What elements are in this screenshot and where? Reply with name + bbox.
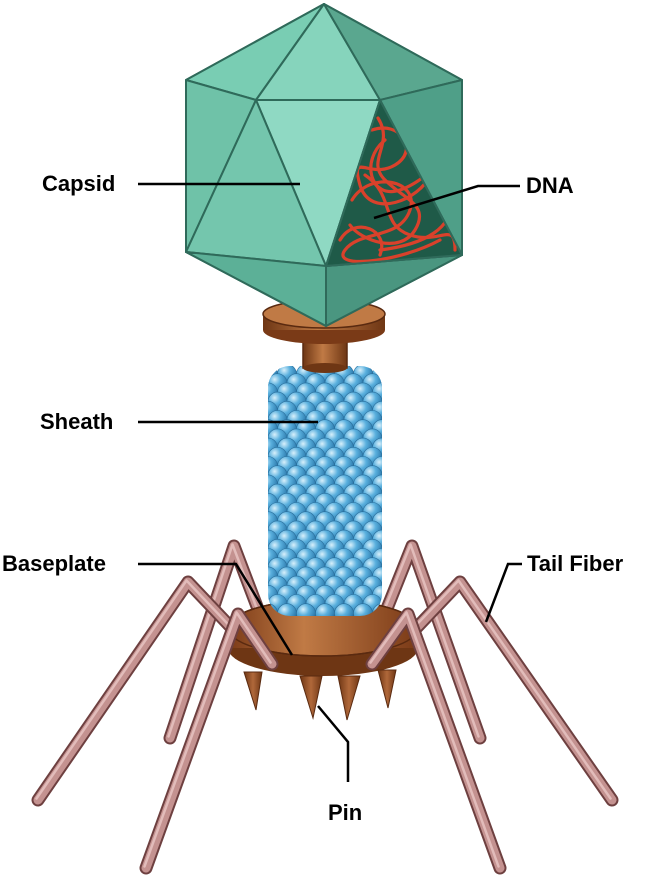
dna-label: DNA bbox=[526, 173, 574, 198]
sheath-bead bbox=[240, 530, 259, 549]
sheath-bead bbox=[268, 373, 269, 394]
sheath-bead bbox=[381, 428, 382, 449]
sheath-bead bbox=[268, 428, 269, 449]
sheath-bead bbox=[240, 457, 259, 476]
sheath-bead bbox=[381, 520, 382, 541]
capsid-label: Capsid bbox=[42, 171, 116, 196]
sheath-bead bbox=[381, 373, 382, 394]
sheath-bead bbox=[381, 446, 382, 467]
sheath-bead bbox=[240, 383, 259, 402]
tail-fiber bbox=[139, 607, 279, 875]
tail-fiber-leader-line bbox=[484, 562, 522, 623]
pin-label: Pin bbox=[328, 800, 363, 825]
sheath-bead bbox=[240, 493, 259, 512]
sheath-bead bbox=[381, 538, 382, 559]
sheath-bead bbox=[240, 512, 259, 531]
baseplate-label: Baseplate bbox=[2, 551, 106, 576]
sheath-bead bbox=[381, 502, 382, 522]
pin-leader-line bbox=[317, 705, 350, 782]
dna-strand bbox=[341, 180, 442, 264]
tail-fiber bbox=[31, 575, 269, 807]
sheath-bead bbox=[240, 438, 259, 457]
sheath-bead bbox=[381, 483, 382, 504]
baseplate-leader-line bbox=[138, 562, 294, 656]
sheath-bead bbox=[268, 520, 269, 541]
sheath-bead bbox=[268, 557, 269, 578]
pins bbox=[243, 669, 397, 721]
leader-lines bbox=[138, 182, 522, 782]
dna-strand bbox=[348, 116, 422, 245]
sheath bbox=[240, 365, 382, 616]
capsid bbox=[185, 3, 463, 327]
sheath-bead bbox=[381, 465, 382, 486]
sheath-bead bbox=[268, 465, 269, 486]
tail-fibers-front bbox=[139, 607, 507, 875]
sheath-label: Sheath bbox=[40, 409, 114, 434]
sheath-bead bbox=[240, 365, 259, 384]
sheath-bead bbox=[240, 475, 259, 494]
dna-leader-line bbox=[373, 184, 520, 220]
tail-fiber-label: Tail Fiber bbox=[527, 551, 624, 576]
sheath-bead bbox=[381, 410, 382, 430]
tail-fiber bbox=[365, 607, 507, 875]
sheath-bead bbox=[268, 483, 269, 504]
sheath-bead bbox=[268, 391, 269, 412]
sheath-bead bbox=[381, 391, 382, 412]
sheath-bead bbox=[268, 410, 269, 430]
sheath-bead bbox=[268, 538, 269, 559]
sheath-bead bbox=[268, 502, 269, 522]
tail-fiber bbox=[379, 575, 619, 807]
sheath-bead bbox=[240, 401, 259, 420]
sheath-bead bbox=[268, 446, 269, 467]
